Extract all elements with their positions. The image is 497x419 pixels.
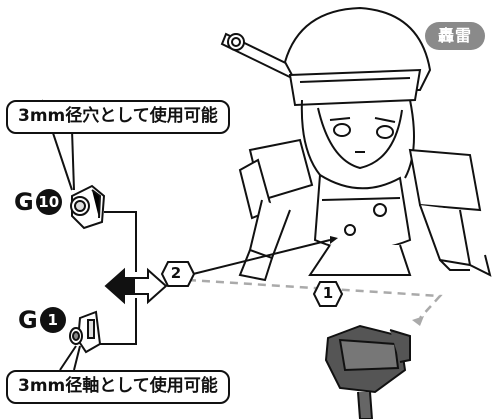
part-number: 1 (39, 307, 66, 333)
character-illustration (220, 6, 492, 282)
part-letter: G (18, 306, 38, 334)
part-letter: G (14, 188, 34, 216)
part-label-g10: G 10 (14, 188, 62, 216)
part-number: 10 (35, 189, 62, 215)
dashed-guide-line (187, 278, 443, 326)
part-label-g1: G 1 (18, 306, 66, 334)
step-number-1: 1 (322, 284, 334, 302)
hexagon-step-icon (312, 281, 344, 307)
character-name-badge: 轟雷 (425, 22, 485, 50)
step-number-2: 2 (170, 264, 182, 282)
removed-armor-part (324, 324, 411, 419)
leader-line-step-2 (184, 236, 338, 277)
part-g10-drawing (70, 184, 106, 230)
exchange-arrow-icon (104, 267, 168, 305)
note-hole-usage: 3mm径穴として使用可能 (6, 100, 230, 134)
hexagon-step-icon (160, 261, 196, 287)
note-shaft-usage: 3mm径軸として使用可能 (6, 370, 230, 404)
part-g1-drawing (69, 310, 102, 354)
